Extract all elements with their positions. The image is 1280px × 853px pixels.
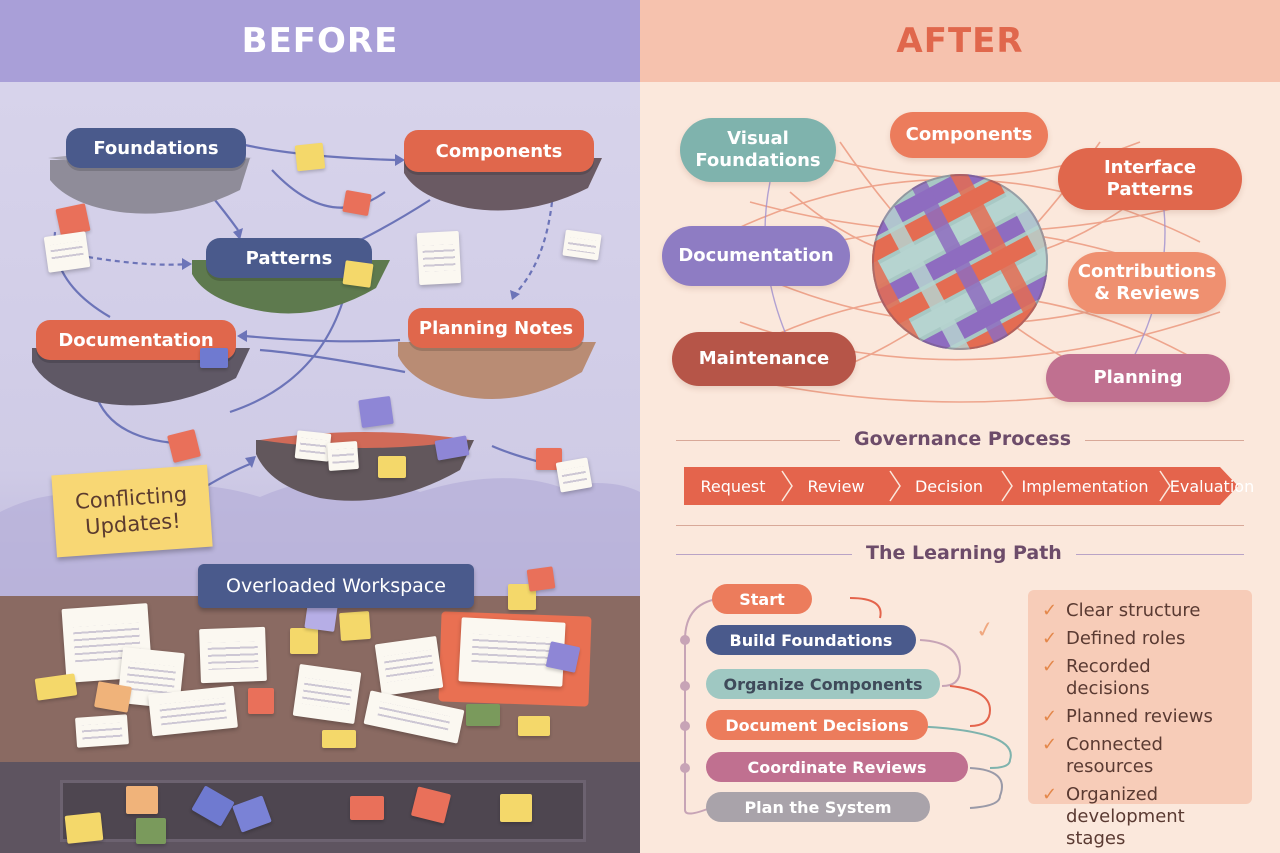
check-icon: ✓ bbox=[1042, 784, 1058, 805]
governance-step-review: Review bbox=[807, 476, 865, 496]
sticky-note bbox=[378, 456, 406, 478]
island-planning-notes: Planning Notes bbox=[408, 308, 584, 348]
paper-note bbox=[43, 231, 91, 273]
paper-note bbox=[562, 229, 602, 261]
desk-front bbox=[0, 762, 640, 853]
sticky-note bbox=[339, 610, 371, 642]
paper-note bbox=[327, 440, 359, 472]
paper-note bbox=[294, 430, 332, 462]
check-icon: ✓ bbox=[1042, 734, 1058, 755]
sticky-note bbox=[200, 348, 228, 368]
path-step-coordinate-reviews: Coordinate Reviews bbox=[706, 752, 968, 782]
governance-step-decision: Decision bbox=[914, 476, 984, 496]
sticky-note bbox=[64, 812, 104, 844]
sticky-note bbox=[342, 260, 374, 288]
sticky-note bbox=[248, 688, 274, 714]
paper-note bbox=[555, 457, 593, 493]
sticky-note bbox=[94, 681, 132, 713]
sticky-note bbox=[322, 730, 356, 748]
sticky-note bbox=[126, 786, 158, 814]
topic-planning: Planning bbox=[1046, 354, 1230, 402]
topic-interface-patterns: Interface Patterns bbox=[1058, 148, 1242, 210]
check-icon: ✓ bbox=[1042, 628, 1058, 649]
path-step-plan-the-system: Plan the System bbox=[706, 792, 930, 822]
topic-visual-foundations: Visual Foundations bbox=[680, 118, 836, 182]
woven-sphere bbox=[872, 174, 1048, 350]
path-step-organize-components: Organize Components bbox=[706, 669, 940, 699]
check-icon: ✓ bbox=[1042, 706, 1058, 727]
conflicting-updates-note: Conflicting Updates! bbox=[51, 464, 213, 558]
paper-note bbox=[292, 663, 362, 725]
sticky-note bbox=[358, 395, 394, 429]
topic-contributions-reviews: Contributions & Reviews bbox=[1068, 252, 1226, 314]
governance-step-evaluation: Evaluation bbox=[1169, 476, 1255, 496]
governance-step-request: Request bbox=[700, 476, 766, 496]
woven-connections bbox=[709, 141, 1221, 403]
after-panel: AFTER bbox=[640, 0, 1280, 853]
sticky-note bbox=[350, 796, 384, 820]
governance-arrow bbox=[684, 467, 1238, 505]
check-icon: ✓ bbox=[1042, 656, 1058, 677]
before-panel: BEFORE bbox=[0, 0, 640, 853]
overloaded-workspace-label: Overloaded Workspace bbox=[198, 564, 474, 608]
sticky-note bbox=[500, 794, 532, 822]
before-title: BEFORE bbox=[0, 0, 640, 82]
island-cluttered-rock bbox=[256, 432, 474, 501]
checklist-item: ✓Organized development stages bbox=[1042, 784, 1185, 849]
sticky-note bbox=[290, 628, 318, 654]
checklist-item: ✓Recorded decisions bbox=[1042, 656, 1151, 699]
sticky-note bbox=[466, 704, 500, 726]
path-step-start: Start bbox=[712, 584, 812, 614]
after-title: AFTER bbox=[640, 0, 1280, 82]
governance-step-implementation: Implementation bbox=[1021, 476, 1149, 496]
checklist-item: ✓Planned reviews bbox=[1042, 706, 1213, 727]
sticky-note bbox=[136, 818, 166, 844]
island-documentation-rock bbox=[32, 348, 250, 406]
path-step-document-decisions: Document Decisions bbox=[706, 710, 928, 740]
topic-documentation: Documentation bbox=[662, 226, 850, 286]
checklist-item: ✓Clear structure bbox=[1042, 600, 1201, 621]
learning-path-title: The Learning Path bbox=[852, 542, 1076, 564]
island-components: Components bbox=[404, 130, 594, 172]
sticky-note bbox=[294, 142, 326, 172]
paper-note bbox=[75, 714, 129, 748]
topic-maintenance: Maintenance bbox=[672, 332, 856, 386]
paper-note bbox=[416, 230, 462, 286]
checklist-item: ✓Connected resources bbox=[1042, 734, 1163, 777]
island-planning-rock bbox=[398, 342, 596, 399]
learning-path-connectors bbox=[680, 597, 1012, 815]
paper-note bbox=[374, 635, 444, 697]
path-step-build-foundations: Build Foundations bbox=[706, 625, 916, 655]
sticky-note bbox=[526, 566, 556, 592]
divider bbox=[676, 525, 1244, 526]
check-icon: ✓ bbox=[1042, 600, 1058, 621]
governance-title: Governance Process bbox=[840, 428, 1086, 450]
sticky-note bbox=[518, 716, 550, 736]
sticky-note bbox=[342, 189, 372, 217]
paper-note bbox=[199, 626, 267, 684]
checklist-item: ✓Defined roles bbox=[1042, 628, 1186, 649]
checklist-card: ✓Clear structure ✓Defined roles ✓Recorde… bbox=[1028, 590, 1252, 849]
topic-components: Components bbox=[890, 112, 1048, 158]
paper-note bbox=[148, 685, 238, 737]
island-foundations: Foundations bbox=[66, 128, 246, 168]
